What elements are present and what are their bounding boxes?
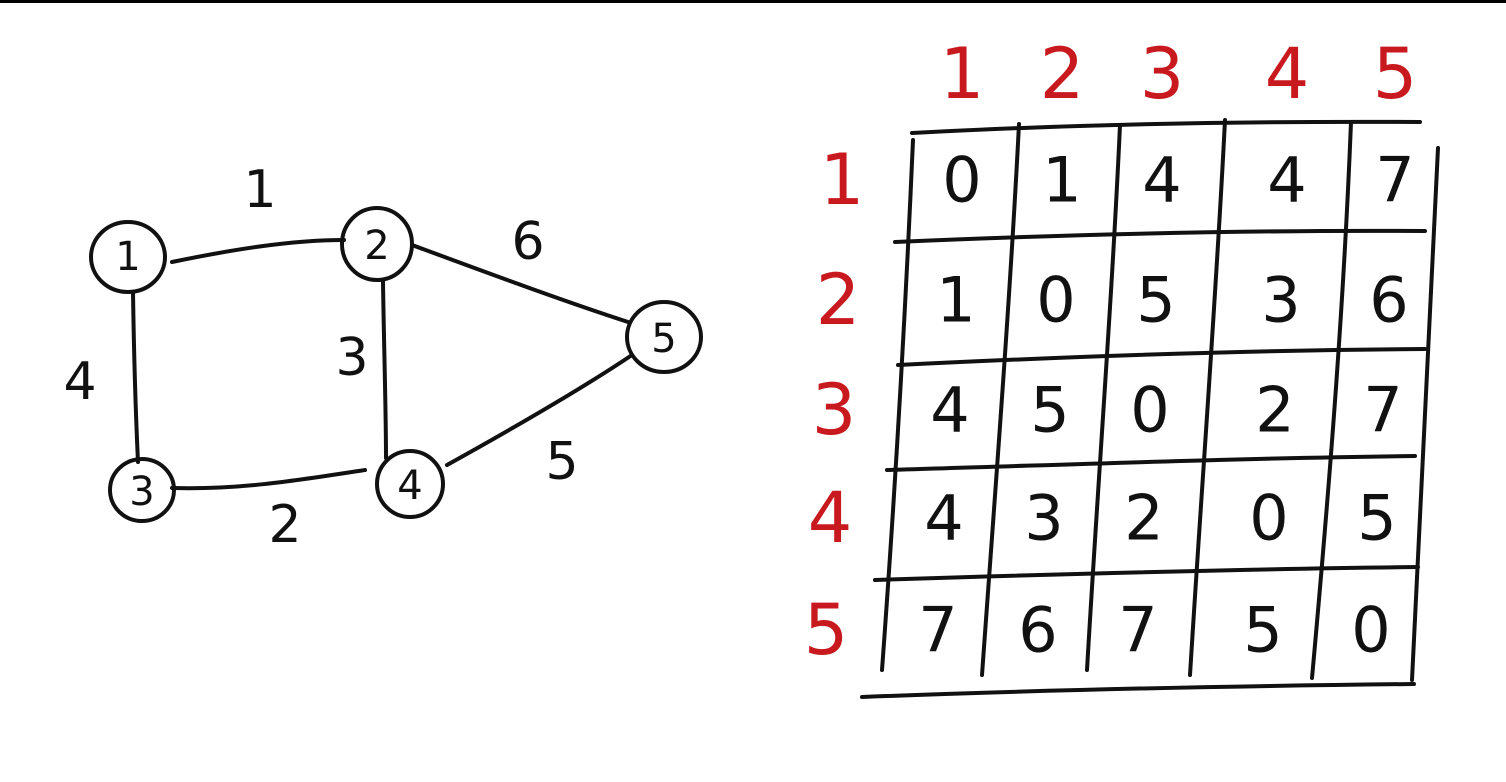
column-header-3: 3 (1140, 33, 1185, 115)
matrix-cell-4-2: 3 (1024, 482, 1063, 555)
column-header-1: 1 (940, 33, 985, 115)
edge-3-4 (170, 468, 367, 491)
matrix-cell-5-1: 7 (918, 594, 957, 667)
matrix-cell-1-1: 0 (942, 144, 981, 217)
node-5-label: 5 (651, 316, 676, 362)
node-3-label: 3 (129, 469, 154, 515)
column-header-5: 5 (1373, 33, 1418, 115)
distance-matrix-grid (860, 118, 1440, 699)
grid-hline-2 (896, 347, 1427, 367)
matrix-cell-1-5: 7 (1375, 144, 1414, 217)
matrix-cell-3-3: 0 (1130, 374, 1169, 447)
node-4-circle (375, 449, 445, 519)
matrix-cell-2-5: 6 (1369, 264, 1408, 337)
node-1-label: 1 (115, 234, 140, 280)
matrix-cell-2-2: 0 (1036, 264, 1075, 337)
row-header-2: 2 (816, 259, 861, 341)
edge-1-2-weight: 1 (243, 160, 276, 220)
top-border (0, 0, 1506, 3)
grid-hline-1 (893, 228, 1427, 244)
matrix-cell-5-4: 5 (1243, 594, 1282, 667)
node-4-label: 4 (397, 463, 422, 509)
grid-vline-3 (1188, 118, 1227, 677)
matrix-cell-4-1: 4 (924, 482, 963, 555)
edge-1-3-weight: 4 (63, 352, 96, 412)
matrix-cell-5-5: 0 (1351, 594, 1390, 667)
weighted-graph (89, 206, 703, 523)
edge-2-4-weight: 3 (335, 328, 368, 388)
matrix-cell-1-4: 4 (1267, 144, 1306, 217)
grid-vline-5 (1410, 146, 1440, 682)
matrix-cell-4-5: 5 (1357, 482, 1396, 555)
grid-hline-5 (860, 682, 1416, 699)
matrix-cell-2-1: 1 (936, 264, 975, 337)
grid-hline-3 (885, 454, 1417, 472)
edge-4-5-weight: 5 (545, 432, 578, 492)
edge-1-2 (170, 238, 346, 264)
matrix-cell-3-2: 5 (1030, 374, 1069, 447)
edge-2-5 (410, 243, 630, 324)
node-2-circle (340, 206, 414, 282)
node-1-circle (89, 220, 167, 294)
matrix-cell-5-2: 6 (1018, 594, 1057, 667)
row-header-5: 5 (804, 589, 849, 671)
edge-2-4 (381, 280, 388, 460)
matrix-cell-3-4: 2 (1255, 374, 1294, 447)
matrix-cell-4-4: 0 (1249, 482, 1288, 555)
grid-vline-0 (880, 138, 915, 672)
matrix-cell-3-5: 7 (1363, 374, 1402, 447)
row-header-1: 1 (820, 139, 865, 221)
matrix-cell-4-3: 2 (1124, 482, 1163, 555)
matrix-cell-1-3: 4 (1142, 144, 1181, 217)
matrix-cell-3-1: 4 (930, 374, 969, 447)
grid-hline-4 (873, 565, 1420, 582)
row-header-4: 4 (808, 477, 853, 559)
edge-1-3 (131, 290, 140, 464)
matrix-cell-2-3: 5 (1136, 264, 1175, 337)
grid-vline-4 (1310, 120, 1353, 680)
grid-vline-1 (980, 122, 1021, 677)
column-header-2: 2 (1040, 33, 1085, 115)
row-header-3: 3 (812, 369, 857, 451)
node-3-circle (108, 457, 176, 523)
node-2-label: 2 (364, 223, 389, 269)
column-header-4: 4 (1265, 33, 1310, 115)
matrix-cell-5-3: 7 (1118, 594, 1157, 667)
grid-hline-0 (910, 119, 1422, 135)
edge-3-4-weight: 2 (268, 495, 301, 555)
matrix-cell-1-2: 1 (1042, 144, 1081, 217)
edge-4-5 (445, 353, 634, 467)
grid-vline-2 (1085, 123, 1122, 672)
edge-2-5-weight: 6 (511, 212, 544, 272)
matrix-cell-2-4: 3 (1261, 264, 1300, 337)
node-5-circle (625, 300, 703, 374)
